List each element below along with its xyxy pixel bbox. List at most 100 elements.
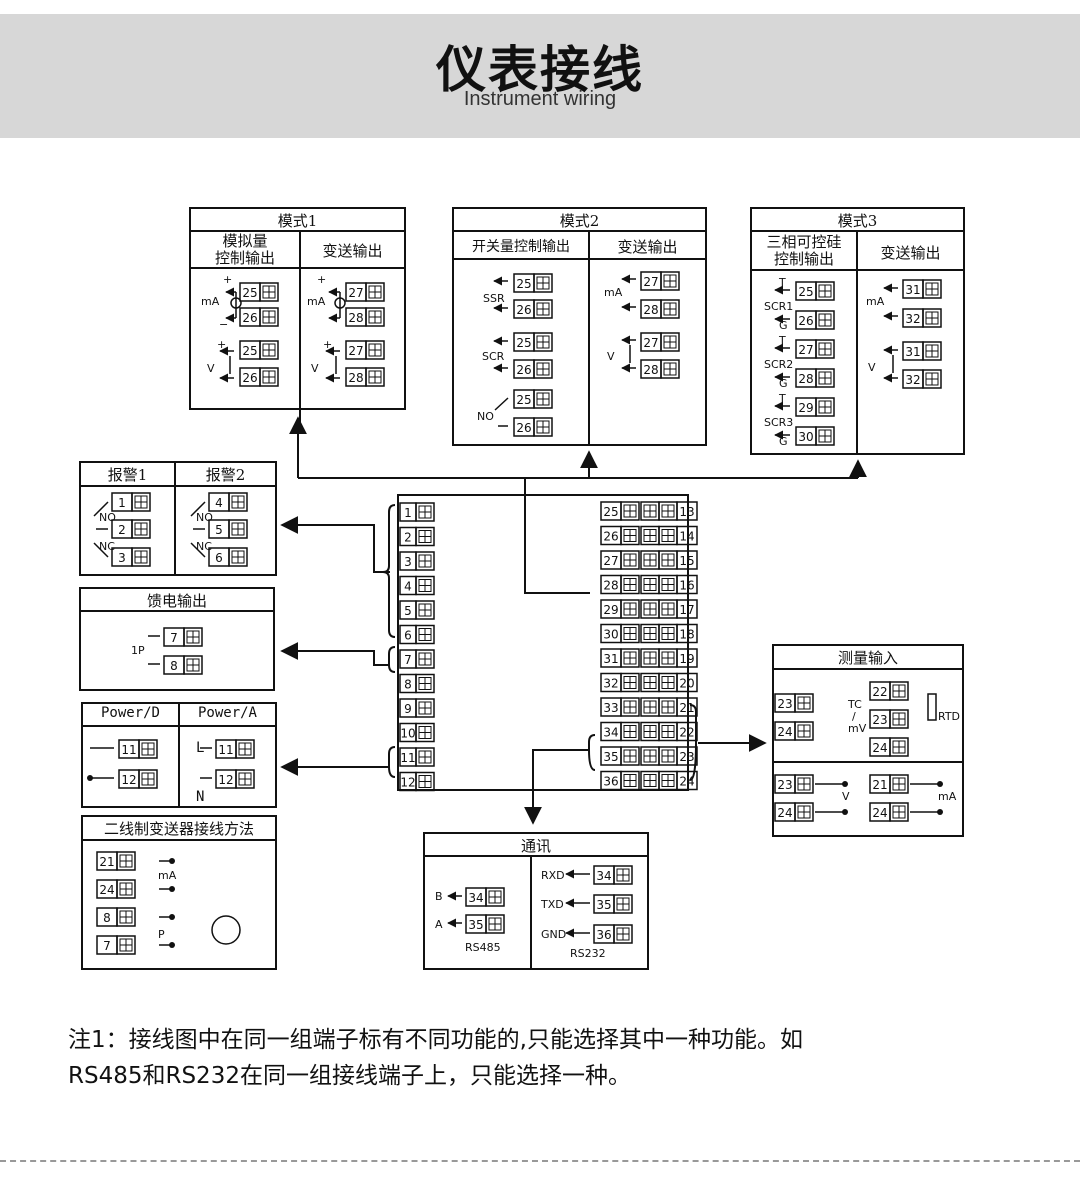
twowire-title: 二线制变送器接线方法 — [103, 820, 254, 838]
terminal-screw — [228, 492, 248, 512]
mode3-title: 模式3 — [837, 212, 878, 230]
terminal-number: 31 — [603, 652, 618, 666]
scr-label: SCR — [482, 350, 505, 363]
mode2-col1-label: 开关量控制输出 — [472, 239, 570, 255]
terminal-screw — [620, 648, 640, 668]
terminal-number-box — [676, 672, 698, 693]
neutral-label: N — [196, 789, 204, 805]
ma-label: mA — [201, 295, 220, 308]
terminal-screw — [533, 417, 553, 437]
v-label: V — [607, 350, 615, 363]
plus-sign: + — [323, 338, 332, 351]
terminal-number: 13 — [679, 505, 694, 519]
rxd-label: RXD — [541, 869, 565, 882]
terminal-screw — [485, 887, 505, 907]
terminal-screw — [415, 771, 435, 792]
terminal-number: 4 — [215, 496, 223, 510]
terminal-number-box — [676, 550, 698, 570]
terminal-number: 16 — [679, 579, 694, 593]
node — [169, 858, 175, 864]
terminal-screw — [815, 368, 835, 388]
terminal-number: 30 — [603, 628, 618, 642]
terminal-number: 28 — [348, 371, 363, 385]
terminal-number: 27 — [643, 336, 658, 350]
terminal-screw — [660, 332, 680, 352]
terminal-number: 11 — [400, 751, 415, 765]
no-label: NO — [99, 511, 116, 524]
mode2-title: 模式2 — [559, 212, 600, 230]
terminal-number: 34 — [468, 891, 483, 905]
rs232-label: RS232 — [570, 947, 606, 960]
terminal-screw — [228, 547, 248, 567]
nc-label: NC — [99, 540, 115, 553]
terminal-screw — [485, 914, 505, 934]
header-banner — [0, 14, 1080, 138]
terminal-screw — [533, 332, 553, 352]
scr2-label: SCR2 — [764, 358, 793, 371]
gate-t-label: T — [778, 276, 786, 289]
terminal-number: 26 — [242, 311, 257, 325]
terminal-number: 26 — [516, 421, 531, 435]
terminal-screw — [620, 525, 640, 546]
terminal-screw — [620, 746, 640, 766]
p-label: P — [158, 928, 165, 941]
mode3-col1-line2: 控制输出 — [773, 250, 834, 268]
terminal-number: 3 — [118, 551, 126, 565]
terminal-screw — [415, 747, 435, 767]
rs485-label: RS485 — [465, 941, 501, 954]
terminal-number: 7 — [170, 631, 178, 645]
terminal-screw — [815, 281, 835, 301]
terminal-screw — [235, 769, 255, 789]
gate-g-label: G — [779, 319, 788, 332]
mode3-col1-line1: 三相可控硅 — [766, 233, 842, 251]
alarm2-label: 报警2 — [205, 466, 246, 484]
terminal-screw — [415, 502, 435, 522]
terminal-screw — [613, 924, 633, 944]
terminal-screw — [620, 770, 640, 791]
terminal-number: 19 — [679, 652, 694, 666]
terminal-screw — [138, 769, 158, 789]
terminal-number: 15 — [679, 554, 694, 568]
terminal-number: 18 — [679, 628, 694, 642]
terminal-screw — [815, 339, 835, 359]
power-d-label: Power/D — [100, 705, 160, 721]
mode1-col1-line1: 模拟量 — [222, 232, 268, 250]
gate-g-label: G — [779, 435, 788, 448]
terminal-screw — [365, 282, 385, 302]
terminal-number: 25 — [603, 505, 618, 519]
wire — [190, 542, 206, 558]
terminal-number: 21 — [99, 855, 114, 869]
mode1-title: 模式1 — [277, 212, 318, 230]
alarm1-label: 报警1 — [107, 466, 148, 484]
terminal-screw — [415, 575, 435, 596]
measure-title: 测量输入 — [837, 649, 898, 667]
terminal-number: 7 — [404, 653, 412, 667]
terminal-number: 25 — [516, 277, 531, 291]
terminal-screw — [131, 519, 151, 539]
slash-label: / — [852, 710, 856, 723]
terminal-number: 33 — [603, 701, 618, 715]
terminal-number: 11 — [121, 743, 136, 757]
rtd-resistor-icon — [927, 693, 937, 721]
mode3-col2-label: 变送输出 — [880, 244, 941, 262]
terminal-screw — [415, 526, 435, 547]
terminal-number: 1 — [118, 496, 126, 510]
terminal-screw — [922, 369, 942, 389]
node — [169, 886, 175, 892]
terminal-screw — [533, 389, 553, 409]
terminal-number: 27 — [603, 554, 618, 568]
terminal-number-box — [676, 599, 698, 619]
terminal-number: 28 — [643, 363, 658, 377]
terminal-screw — [620, 550, 640, 570]
power-node — [87, 775, 93, 781]
terminal-screw — [259, 340, 279, 360]
terminal-screw — [116, 907, 136, 927]
ma-label: mA — [938, 790, 957, 803]
gate-g-label: G — [779, 377, 788, 390]
terminal-screw — [620, 672, 640, 693]
terminal-number: 22 — [872, 685, 887, 699]
terminal-screw — [259, 282, 279, 302]
terminal-screw — [365, 367, 385, 387]
node — [937, 781, 943, 787]
terminal-screw — [415, 673, 435, 694]
